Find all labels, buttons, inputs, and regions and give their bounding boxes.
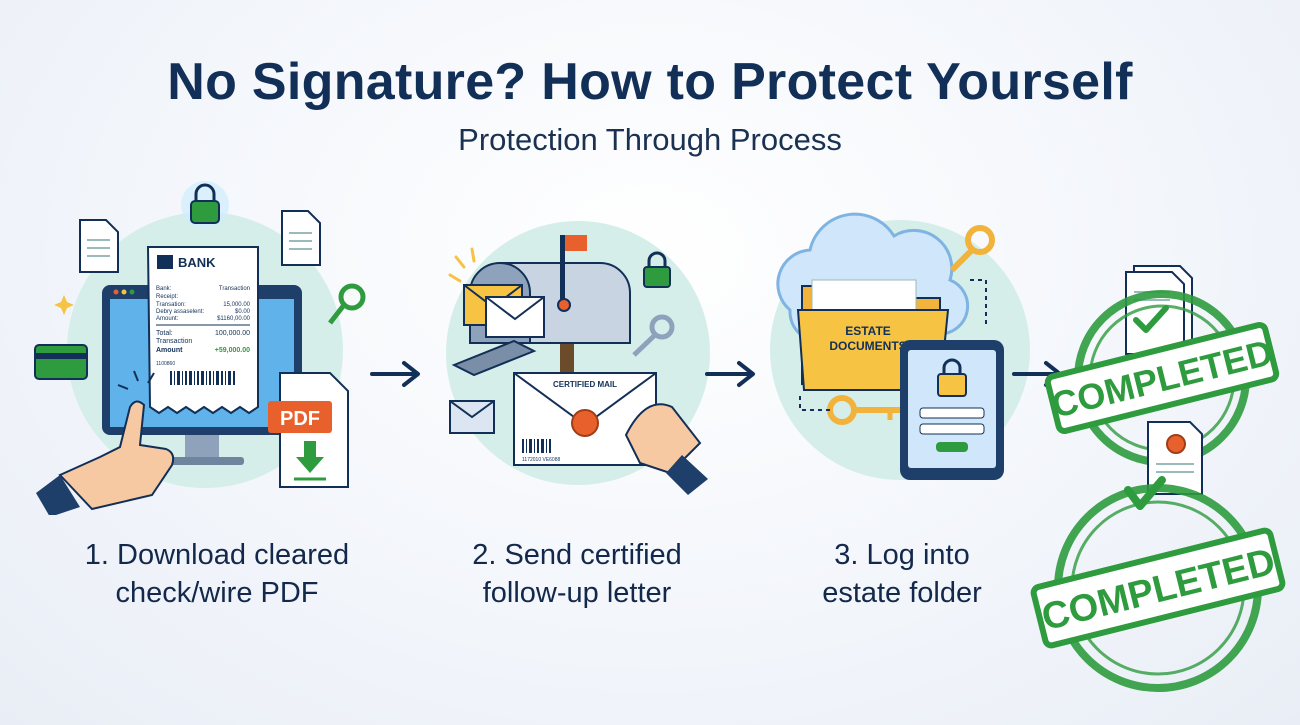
step-1-label-line2: check/wire PDF	[115, 577, 319, 609]
step-1-label-line1: 1. Download cleared	[84, 539, 350, 571]
lock-icon	[643, 251, 671, 288]
receipt-txn-label: Transaction	[156, 338, 192, 345]
completed-stamp-2: COMPLETED	[1030, 476, 1286, 692]
page-title: No Signature? How to Protect Yourself	[167, 53, 1133, 111]
step-3-label-line2: estate folder	[822, 577, 982, 609]
sealed-document-icon	[1147, 421, 1203, 495]
receipt-row-value: $0.00	[235, 309, 251, 315]
step-1-label: 1. Download cleared check/wire PDF	[47, 536, 387, 612]
pointing-hand-icon	[36, 370, 175, 515]
receipt-amount-label: Amount	[156, 347, 183, 354]
sparkle-icon	[54, 295, 74, 315]
receipt-ref: 1100860	[156, 361, 175, 367]
arrow-right-icon	[370, 361, 420, 387]
document-icon-2	[281, 210, 321, 266]
step-3-label: 3. Log into estate folder	[732, 536, 1072, 612]
step-2-label-line2: follow-up letter	[482, 577, 672, 609]
sparkle-lines	[448, 247, 476, 283]
receipt-row-value: Transaction	[219, 286, 250, 292]
step-3-illustration: ESTATE DOCUMENTS	[770, 212, 1030, 480]
envelope-icon-small	[449, 400, 495, 434]
barcode	[170, 371, 235, 385]
completed-stamps: COMPLETED COMPLETED	[1030, 265, 1286, 692]
arrow-right-icon-2	[705, 361, 755, 387]
step-3-label-line1: 3. Log into	[834, 539, 970, 571]
receipt-row-key: Debry assaselent:	[156, 309, 204, 315]
receipt-amount-value: +59,000.00	[215, 347, 250, 354]
pdf-label: PDF	[280, 408, 320, 430]
receipt-bank-label: BANK	[178, 255, 216, 270]
lock-icon	[181, 181, 229, 229]
receipt-total-label: Total:	[156, 330, 173, 337]
folder-label-line1: ESTATE	[845, 324, 891, 338]
pdf-document-icon: PDF	[268, 372, 349, 488]
receipt-total-value: 100,000.00	[215, 330, 250, 337]
key-icon	[632, 314, 675, 357]
envelope-icon	[463, 284, 545, 338]
hand-icon	[624, 403, 708, 495]
document-icon	[79, 219, 119, 273]
step-2-illustration: CERTIFIED MAIL 1172010 VE6088	[446, 221, 710, 495]
key-icon	[328, 283, 366, 325]
barcode	[522, 439, 551, 453]
receipt-row-value: 15,000.00	[223, 302, 250, 308]
certified-mail-label: CERTIFIED MAIL	[553, 380, 617, 389]
receipt-row-key: Transation:	[156, 302, 186, 308]
barcode-caption: 1172010 VE6088	[522, 457, 560, 463]
certified-mail-envelope: CERTIFIED MAIL 1172010 VE6088	[513, 372, 657, 466]
page-subtitle: Protection Through Process	[458, 122, 842, 157]
step-2-label: 2. Send certified follow-up letter	[407, 536, 747, 612]
receipt-row-key: Amount:	[156, 316, 179, 322]
bank-receipt: BANK Bank: Transaction Receipt: Transati…	[146, 246, 259, 415]
key-icon	[949, 225, 995, 273]
receipt-row-key: Receipt:	[156, 294, 178, 300]
step-2-label-line1: 2. Send certified	[472, 539, 682, 571]
receipt-row-key: Bank:	[156, 286, 172, 292]
credit-card-icon	[34, 344, 88, 380]
folder-label-line2: DOCUMENTS	[829, 339, 906, 353]
tablet-icon	[900, 340, 1004, 480]
receipt-row-value: $1160,00.00	[217, 316, 251, 322]
step-1-illustration: BANK Bank: Transaction Receipt: Transati…	[34, 181, 366, 515]
